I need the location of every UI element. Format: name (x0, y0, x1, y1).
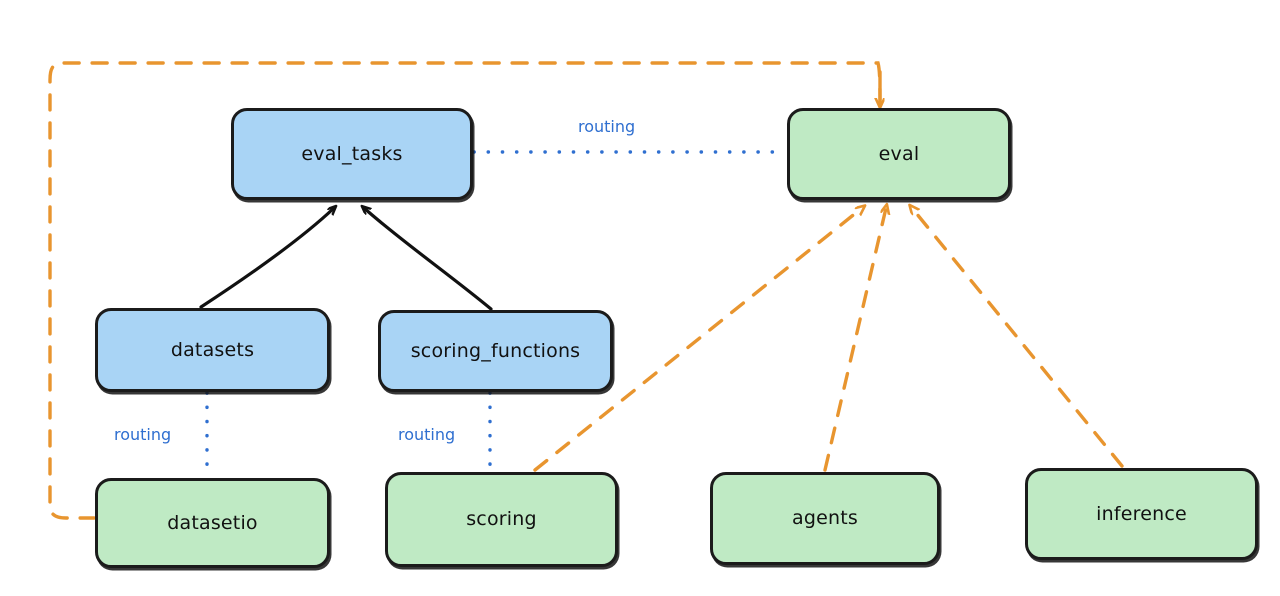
node-label: scoring (466, 508, 537, 530)
node-scoring-functions[interactable]: scoring_functions (378, 310, 613, 392)
node-datasets[interactable]: datasets (95, 308, 330, 392)
node-label: datasets (170, 338, 255, 361)
node-datasetio[interactable]: datasetio (95, 478, 330, 568)
edge-label-routing-eval: routing (578, 117, 636, 136)
node-label: agents (792, 507, 858, 529)
edge-eval-to-datasetio (48, 61, 882, 520)
edge-agents-to-eval (823, 208, 886, 472)
node-inference[interactable]: inference (1025, 468, 1258, 560)
node-label: datasetio (167, 511, 258, 534)
edge-inference-to-eval (912, 208, 1124, 468)
node-label: eval (878, 142, 920, 165)
node-eval[interactable]: eval (787, 108, 1011, 200)
node-scoring[interactable]: scoring (385, 472, 618, 567)
edge-label-routing-scoring: routing (398, 425, 456, 444)
node-eval-tasks[interactable]: eval_tasks (231, 108, 473, 200)
node-label: inference (1096, 502, 1187, 525)
node-label: eval_tasks (301, 142, 403, 165)
edge-label-routing-datasets: routing (114, 425, 172, 444)
node-label: scoring_functions (410, 339, 581, 362)
edge-scoring-functions-to-eval-tasks (364, 208, 493, 311)
edge-datasets-to-eval-tasks (199, 208, 334, 309)
node-agents[interactable]: agents (710, 472, 940, 565)
edge-scoring-to-eval (533, 208, 862, 472)
